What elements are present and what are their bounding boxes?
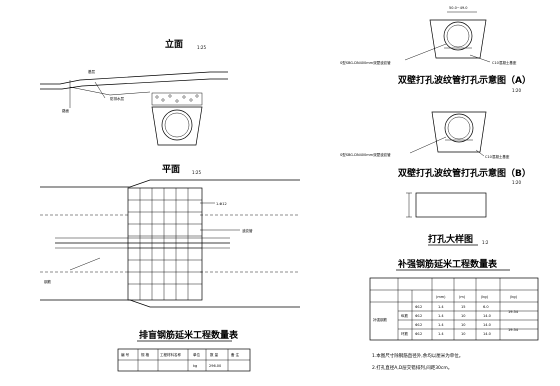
left-cell-unit: kg: [193, 364, 197, 368]
plan-edge-top: [40, 179, 300, 188]
section-a-leader-fill: [469, 54, 491, 63]
right-row-1-n: 10: [461, 314, 465, 318]
right-row-2-sum: 19.54: [508, 328, 519, 332]
note-2: 2.打孔直径A,D层交错排列,间距30cm。: [372, 364, 452, 371]
right-row-3-wt: 14.0: [483, 332, 491, 336]
elevation-pipe-inner: [164, 112, 190, 138]
trench-outline: [151, 106, 203, 146]
section-a-leader-pipe: [404, 43, 447, 61]
elevation-title: 立面: [165, 38, 183, 50]
right-header-mm: (mm): [436, 295, 446, 299]
right-row-2-wt: 14.0: [483, 323, 491, 327]
elevation-label-right: 防排水层: [110, 96, 124, 101]
left-header-4: 数 量: [210, 352, 219, 357]
left-header-5: 备 注: [231, 352, 240, 357]
detail-scale: 1:2: [482, 240, 489, 245]
plan-leader-3: [69, 257, 101, 271]
section-b-scale: 1:20: [512, 180, 521, 185]
elevation-view: 立面 1:25 路面 防排水层 基层: [40, 38, 228, 146]
right-row-group-label: 补强钢筋: [373, 317, 387, 322]
plan-scale: 1:25: [192, 170, 201, 175]
section-a-fill-label: C10混凝土基座: [492, 60, 517, 65]
elevation-pipe-outer: [161, 109, 193, 141]
elevation-scale: 1:25: [197, 45, 206, 50]
right-row-3-n: 10: [461, 332, 465, 336]
section-b: S型SBG-DN400mm双壁波纹管 C10混凝土基座 双壁打孔波纹管打孔示意图…: [340, 111, 531, 185]
right-row-0-len: 1.4: [438, 305, 444, 309]
section-b-pipe-outer: [444, 113, 474, 143]
note-1: 1.本图尺寸除钢筋直径外,余均以厘米为单位。: [372, 352, 463, 359]
right-header-kg-2: (kg): [510, 295, 518, 299]
section-a-pipe-inner: [446, 24, 470, 48]
elevation-leader-1: [94, 81, 106, 99]
elevation-slope-line: [69, 86, 151, 96]
section-a-pipe-outer: [443, 21, 473, 51]
section-b-fill-label: C10混凝土基座: [485, 154, 510, 159]
right-row-1-wt: 14.0: [483, 314, 491, 318]
section-a-title: 双壁打孔波纹管打孔示意图（A）: [398, 74, 531, 86]
left-header-1: 规 格: [141, 352, 150, 357]
left-cell-qty: 296.00: [209, 364, 221, 368]
right-row-0-n: 15: [461, 305, 465, 309]
elevation-label-left: 路面: [62, 108, 69, 113]
gravel-dots: [155, 94, 199, 103]
section-b-leader-fill: [475, 149, 485, 157]
detail-rect: [415, 192, 487, 218]
elevation-road-line: [40, 71, 228, 85]
section-a-trench: [429, 19, 487, 59]
right-row-3-spec: Φ12: [415, 332, 422, 336]
right-row-1-len: 1.4: [438, 314, 444, 318]
right-row-0-sub: 纵筋: [401, 313, 409, 318]
plan-label-1: 1-Φ12: [216, 202, 227, 206]
right-row-0-wt: 6.0: [483, 305, 489, 309]
plan-label-2: 波纹管: [242, 228, 253, 233]
right-row-2-len: 1.4: [438, 323, 444, 327]
section-b-pipe-label: S型SBG-DN400mm双壁波纹管: [340, 152, 391, 157]
right-row-2-sub: 环筋: [401, 331, 409, 336]
section-a-pipe-label: S型SBG-DN400mm双壁波纹管: [340, 60, 391, 65]
section-b-pipe-inner: [447, 116, 471, 140]
elevation-label-top: 基层: [88, 69, 95, 74]
right-quantity-table: 补强钢筋延米工程数量表 (mm) (m) (kg) (kg) 补强钢筋 纵筋 Φ…: [369, 258, 539, 341]
rebar-grid: [127, 187, 203, 301]
left-table-title: 排盲钢筋延米工程数量表: [139, 329, 239, 341]
left-header-3: 单位: [193, 352, 200, 357]
section-b-title: 双壁打孔波纹管打孔示意图（B）: [398, 167, 531, 179]
hole-detail: 打孔大样图 1:2: [406, 192, 489, 246]
section-b-trench: [431, 111, 487, 153]
plan-label-3: 钢筋: [44, 279, 51, 284]
section-b-leader-pipe: [409, 136, 447, 154]
right-row-0-spec: Φ12: [415, 305, 422, 309]
notes: 1.本图尺寸除钢筋直径外,余均以厘米为单位。 2.打孔直径A,D层交错排列,间距…: [372, 352, 463, 371]
plan-edge-bottom: [40, 299, 300, 308]
right-table-title: 补强钢筋延米工程数量表: [397, 258, 498, 270]
detail-title: 打孔大样图: [428, 233, 473, 245]
section-a-dim: 50.0~49.0: [449, 6, 468, 10]
right-row-0-sum: 19.54: [508, 310, 519, 314]
plan-view: 平面 1:25 1-Φ12: [40, 164, 300, 308]
right-row-1-spec: Φ12: [415, 314, 422, 318]
right-row-3-len: 1.4: [438, 332, 444, 336]
right-header-m: (m): [459, 295, 466, 299]
right-header-kg: (kg): [481, 295, 489, 299]
elevation-road-base: [40, 78, 228, 90]
left-header-2: 工程材料名称: [160, 352, 181, 357]
section-a: 50.0~49.0 S型SBG-DN400mm双壁波纹管 C10混凝土基座 双壁…: [340, 6, 531, 93]
plan-title: 平面: [162, 164, 180, 175]
section-a-scale: 1:20: [512, 88, 521, 93]
gravel-bed: [151, 92, 203, 106]
left-header-0: 编 号: [121, 352, 130, 357]
right-row-2-n: 10: [461, 323, 465, 327]
left-quantity-table: 排盲钢筋延米工程数量表 编 号 规 格 工程材料名称 单位 数 量 备 注 kg…: [117, 329, 251, 372]
right-row-2-spec: Φ12: [415, 323, 422, 327]
